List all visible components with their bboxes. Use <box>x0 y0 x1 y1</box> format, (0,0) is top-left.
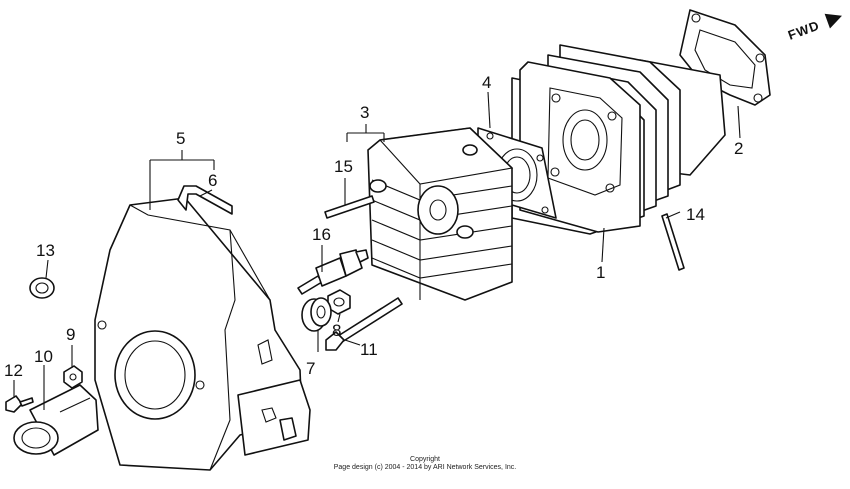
part-15-stud-bolt <box>324 195 375 219</box>
part-5-fan-shroud <box>94 197 311 471</box>
part-label-15: 15 <box>334 157 353 176</box>
part-14-stud <box>661 213 685 271</box>
part-label-13: 13 <box>36 241 55 260</box>
part-7-grommet <box>301 297 332 332</box>
part-3-cylinder-head <box>367 127 514 301</box>
leader-lines <box>13 91 741 410</box>
fwd-arrowhead-icon <box>824 13 842 29</box>
part-9-nut <box>63 365 83 389</box>
part-label-7: 7 <box>306 359 315 378</box>
part-11-bolt <box>325 297 403 351</box>
part-6-clip <box>177 185 233 215</box>
part-12-screw <box>5 395 34 413</box>
part-10-duct <box>13 384 99 456</box>
part-label-9: 9 <box>66 325 75 344</box>
part-number-labels: 1 2 3 4 5 6 7 8 9 10 11 12 13 14 15 16 <box>4 73 743 380</box>
part-label-6: 6 <box>208 171 217 190</box>
fwd-label: FWD <box>786 18 822 43</box>
part-label-5: 5 <box>176 129 185 148</box>
part-label-10: 10 <box>34 347 53 366</box>
part-label-11: 11 <box>360 340 378 359</box>
copyright-line-1: Copyright <box>410 456 440 463</box>
part-label-16: 16 <box>312 225 331 244</box>
part-label-8: 8 <box>332 321 341 340</box>
part-label-12: 12 <box>4 361 23 380</box>
part-13-grommet <box>29 277 55 299</box>
part-label-2: 2 <box>734 139 743 158</box>
copyright-notice: Copyright Page design (c) 2004 - 2014 by… <box>310 456 540 472</box>
forward-arrow: FWD <box>786 13 842 43</box>
copyright-line-2: Page design (c) 2004 - 2014 by ARI Netwo… <box>333 464 517 471</box>
part-label-14: 14 <box>686 205 705 224</box>
part-label-3: 3 <box>360 103 369 122</box>
part-label-1: 1 <box>596 263 605 282</box>
part-label-4: 4 <box>482 73 491 92</box>
part-16-spark-plug <box>297 249 369 295</box>
